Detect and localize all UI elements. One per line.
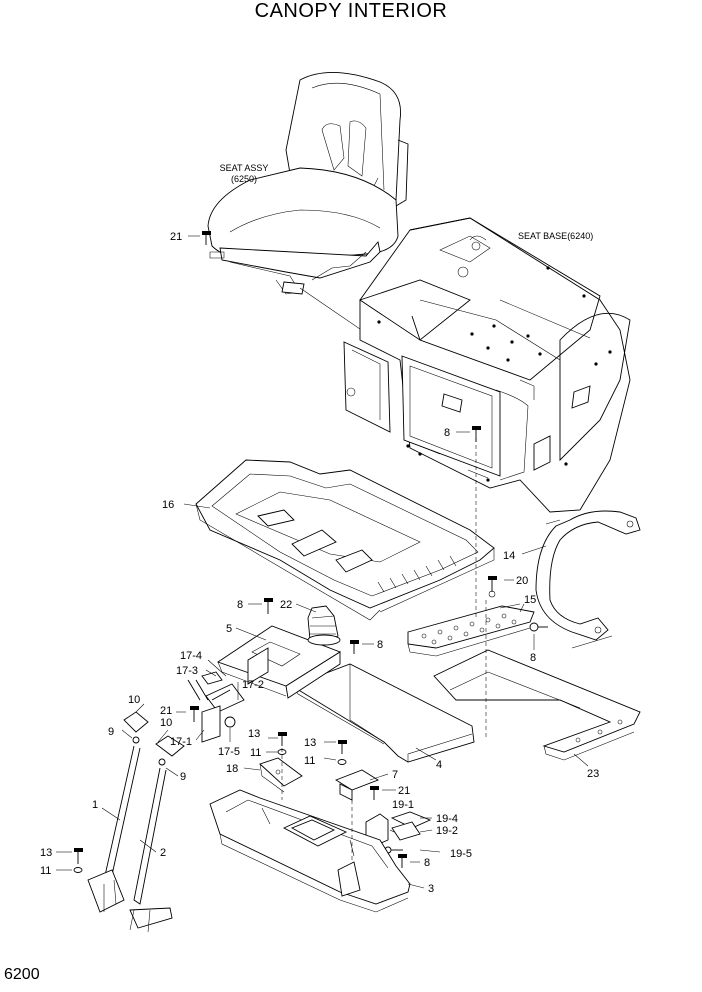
callout-1: 1 bbox=[92, 799, 98, 811]
callout-19-4: 19-4 bbox=[436, 813, 458, 825]
leader-lines bbox=[56, 438, 613, 889]
callout-18: 18 bbox=[226, 763, 238, 775]
callout-11: 11 bbox=[304, 755, 315, 767]
bracket-7 bbox=[334, 769, 380, 801]
callout-4: 4 bbox=[436, 759, 442, 771]
callout-7: 7 bbox=[392, 769, 398, 781]
callout-19-2: 19-2 bbox=[436, 825, 458, 837]
seat-base-frame bbox=[343, 217, 631, 513]
plate-bolt bbox=[488, 576, 497, 598]
page-number: 6200 bbox=[4, 966, 40, 983]
callout-13: 13 bbox=[248, 728, 260, 740]
seat-bolt bbox=[188, 231, 211, 245]
callout-11: 11 bbox=[250, 747, 261, 759]
base-plate bbox=[209, 789, 411, 913]
callout-17-5: 17-5 bbox=[218, 746, 240, 758]
mid-bolt bbox=[350, 640, 359, 654]
rail-bolt bbox=[529, 622, 548, 632]
callout-19-1: 19-1 bbox=[392, 799, 414, 811]
callout-21: 21 bbox=[170, 231, 182, 243]
callout-15: 15 bbox=[524, 594, 536, 606]
seat-assy-ref: (6250) bbox=[231, 174, 257, 184]
callout-14: 14 bbox=[503, 550, 515, 562]
mounting-plate bbox=[407, 603, 535, 657]
callout-13: 13 bbox=[40, 847, 52, 859]
lever-1 bbox=[87, 711, 149, 913]
callout-20: 20 bbox=[516, 575, 528, 587]
hand-rail bbox=[535, 510, 641, 641]
rubber-boot bbox=[307, 605, 341, 646]
lever-bolt bbox=[190, 706, 199, 722]
callout-13: 13 bbox=[304, 737, 316, 749]
callout-10: 10 bbox=[128, 694, 140, 706]
callout-17-2: 17-2 bbox=[242, 679, 264, 691]
link-bracket bbox=[259, 757, 303, 793]
callout-9: 9 bbox=[180, 771, 186, 783]
callout-8: 8 bbox=[377, 639, 383, 651]
callout-21: 21 bbox=[160, 705, 172, 717]
callout-19-5: 19-5 bbox=[450, 848, 472, 860]
lever-bolt-washer bbox=[73, 848, 83, 873]
callout-17-4: 17-4 bbox=[180, 650, 202, 662]
lever-2 bbox=[129, 735, 185, 933]
floor-plate bbox=[290, 663, 475, 763]
callout-16: 16 bbox=[162, 499, 174, 511]
diagram-title: CANOPY INTERIOR bbox=[254, 0, 448, 22]
callout-8: 8 bbox=[444, 427, 450, 439]
seat-assy-label: SEAT ASSY bbox=[220, 163, 269, 173]
support-bracket bbox=[433, 649, 641, 761]
floor-mat bbox=[195, 459, 495, 621]
callout-21: 21 bbox=[398, 785, 410, 797]
callout-17-3: 17-3 bbox=[176, 665, 198, 677]
callout-22: 22 bbox=[280, 599, 292, 611]
bolt-21b bbox=[370, 786, 379, 800]
callout-8: 8 bbox=[424, 857, 430, 869]
callout-11: 11 bbox=[40, 865, 51, 877]
callout-8: 8 bbox=[530, 652, 536, 664]
lever-linkage bbox=[187, 671, 245, 743]
plate-bolt-right bbox=[337, 740, 347, 765]
bracket-bolt bbox=[277, 732, 287, 755]
callout-9: 9 bbox=[108, 726, 114, 738]
callout-10: 10 bbox=[160, 717, 172, 729]
callout-3: 3 bbox=[428, 883, 434, 895]
callout-17-1: 17-1 bbox=[170, 736, 192, 748]
callout-8: 8 bbox=[237, 599, 243, 611]
seat-base-label: SEAT BASE(6240) bbox=[518, 231, 593, 241]
callout-23: 23 bbox=[587, 768, 599, 780]
bolt-8-low bbox=[398, 854, 407, 868]
cover-bolt bbox=[264, 598, 273, 614]
callout-5: 5 bbox=[226, 623, 232, 635]
seat-assembly bbox=[207, 72, 421, 371]
callout-2: 2 bbox=[160, 847, 166, 859]
